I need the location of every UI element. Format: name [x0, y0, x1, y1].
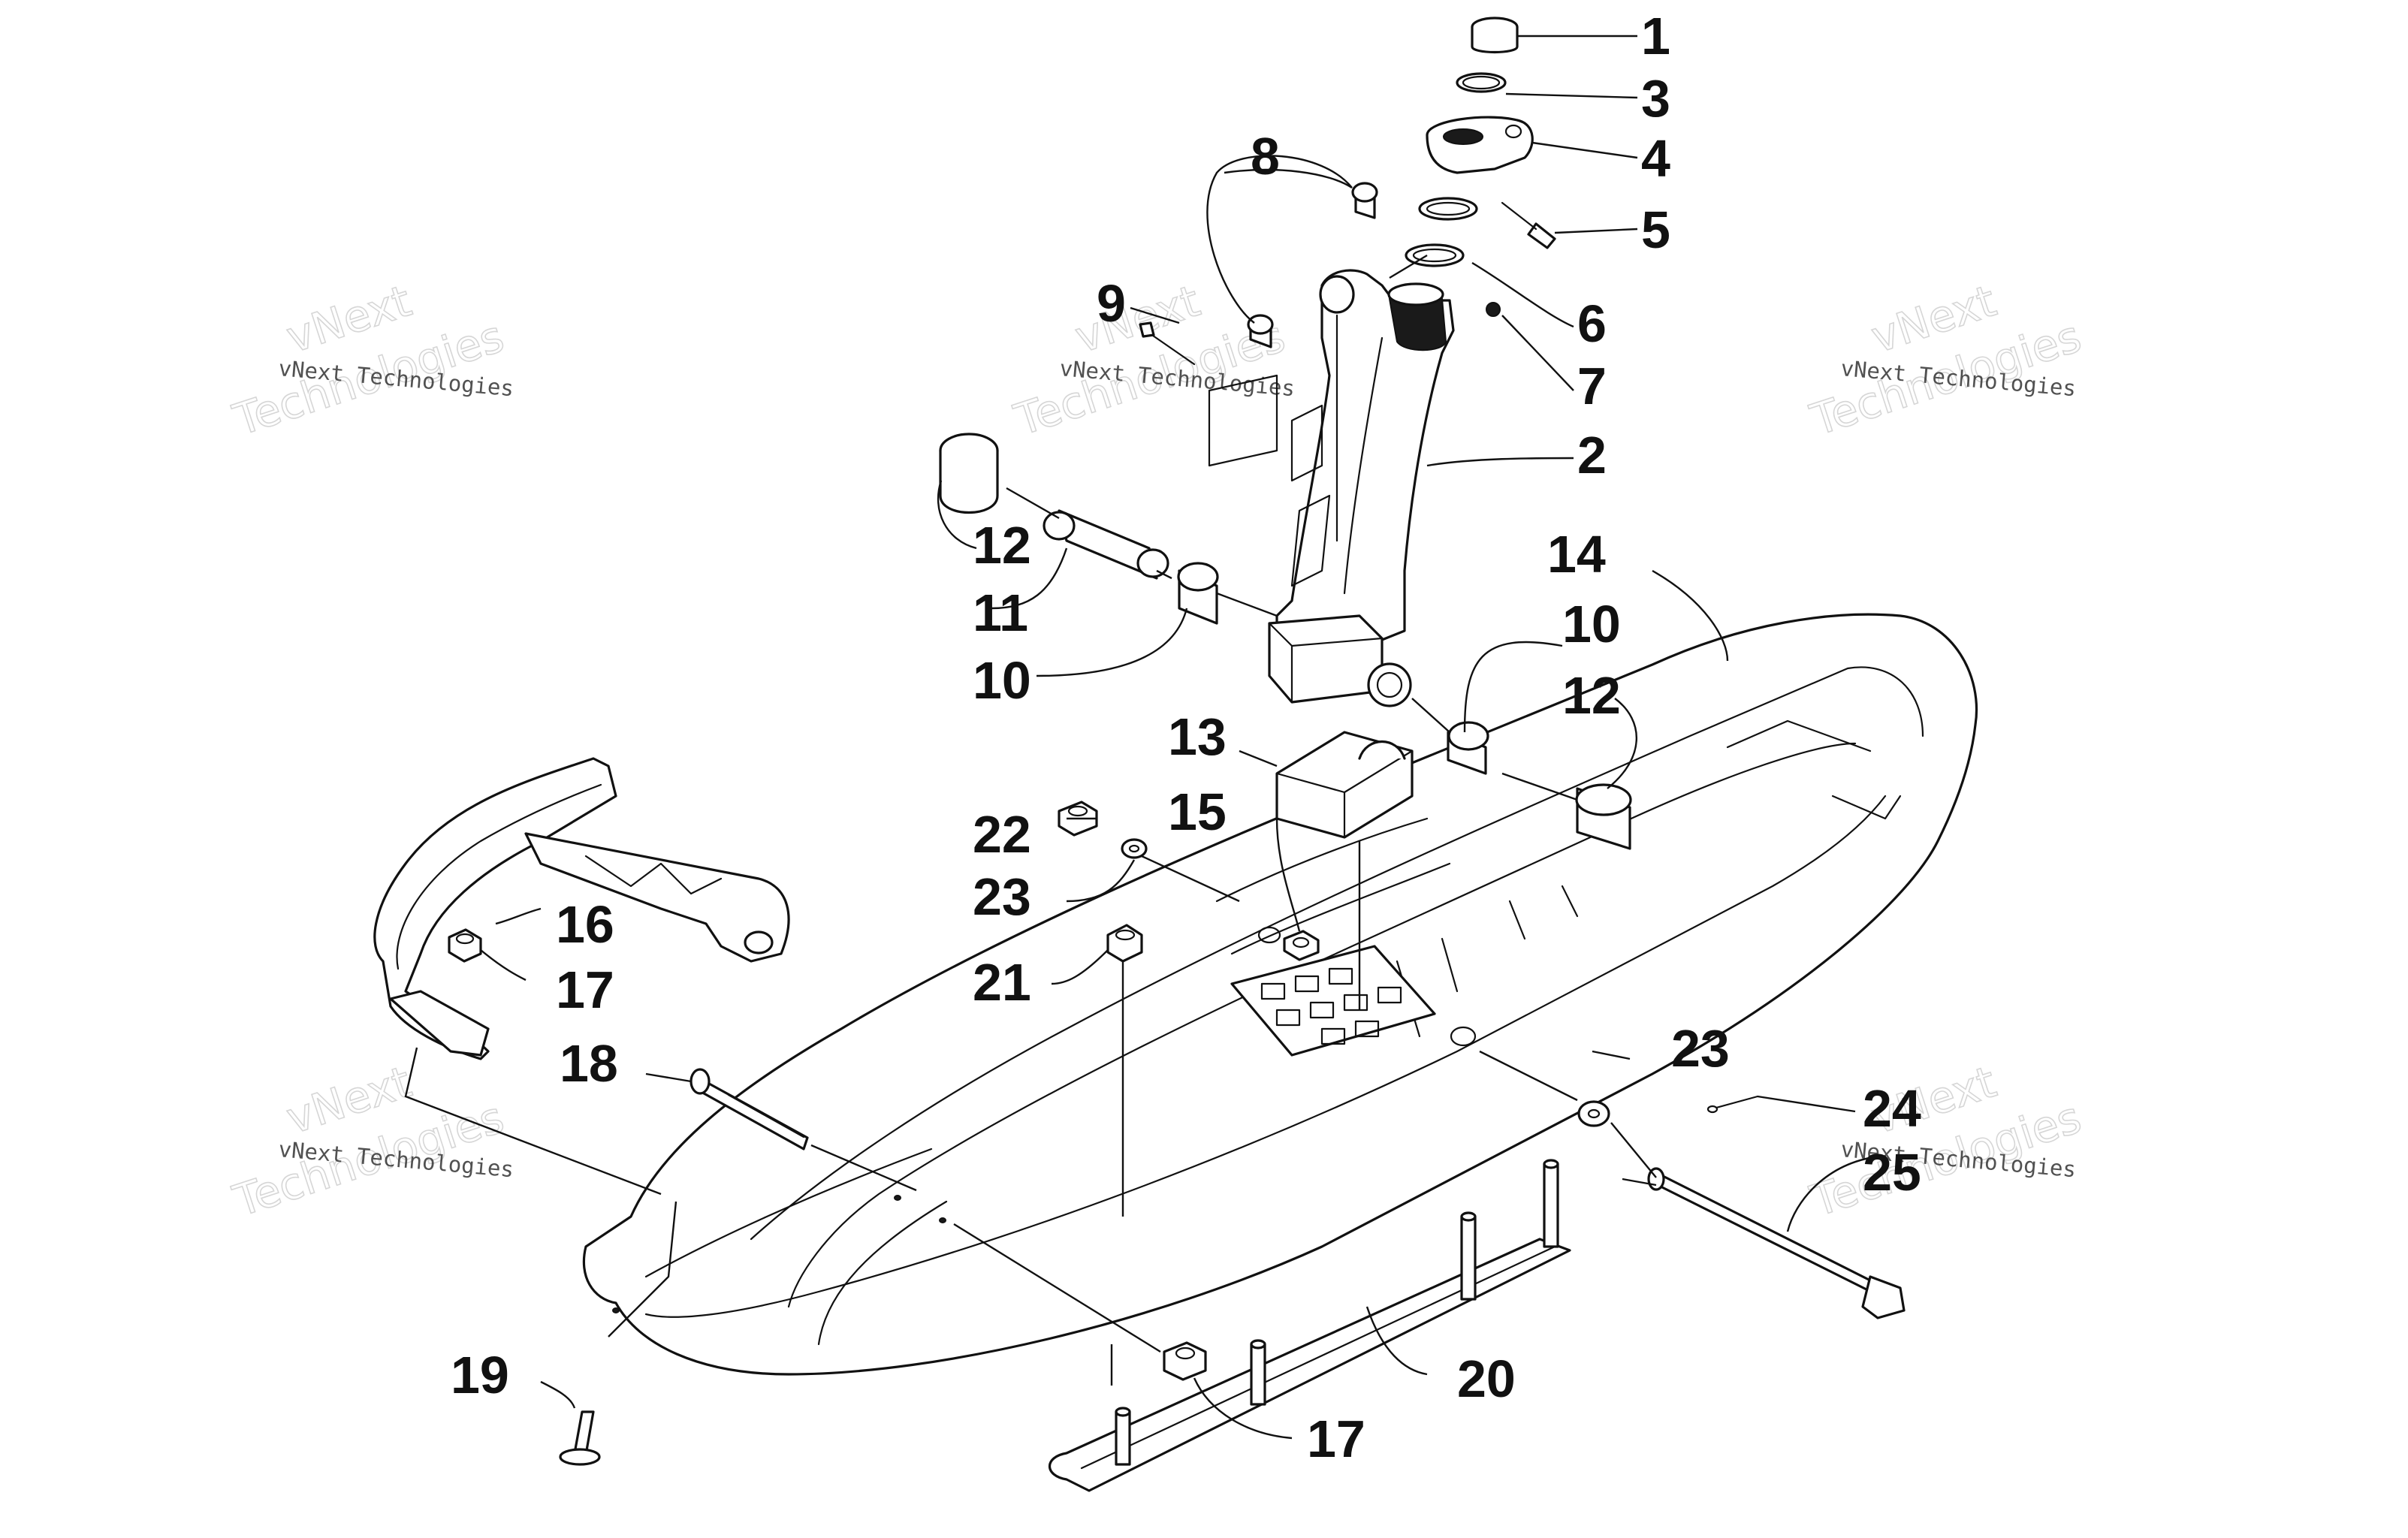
callout-label: 14 [1547, 525, 1606, 584]
bolts-drawing [559, 1068, 1906, 1466]
callout-label: 23 [1671, 1019, 1730, 1078]
callout-label: 13 [1168, 707, 1227, 766]
watermark-top-right: vNext Technologies vNext Technologies [1804, 274, 2088, 446]
callout-label: 1 [1641, 7, 1670, 65]
callout-label: 22 [973, 805, 1031, 864]
callout-label: 6 [1577, 294, 1607, 353]
part-labels: 1 3 4 5 8 6 9 7 2 12 14 11 10 10 12 13 2… [451, 7, 1921, 1468]
leader-lines [404, 35, 1878, 1440]
top-hardware-drawing [1405, 17, 1556, 317]
spindle-drawing [1268, 269, 1455, 707]
watermark-top-center: vNext Technologies vNext Technologies [1008, 274, 1296, 446]
callout-label: 3 [1641, 69, 1670, 128]
hardware-small-drawing [448, 801, 1759, 1381]
callout-label: 10 [973, 651, 1031, 710]
watermark-top-left: vNext Technologies vNext Technologies [227, 274, 515, 446]
callout-label: 25 [1863, 1143, 1921, 1202]
callout-label: 12 [1562, 666, 1621, 725]
callout-label: 17 [1307, 1410, 1365, 1468]
handle-loop-drawing [373, 757, 790, 1060]
callout-label: 9 [1097, 274, 1126, 333]
carbide-runner-drawing [1048, 1159, 1571, 1492]
callout-label: 4 [1641, 129, 1670, 188]
callout-label: 7 [1577, 357, 1607, 415]
callout-label: 5 [1641, 201, 1670, 259]
bushings-drawing [939, 182, 1632, 850]
callout-label: 18 [560, 1034, 618, 1093]
callout-label: 11 [973, 584, 1028, 642]
callout-label: 2 [1577, 426, 1607, 484]
callout-label: 23 [973, 867, 1031, 926]
callout-label: 10 [1562, 595, 1621, 653]
callout-label: 21 [973, 953, 1031, 1012]
callout-label: 12 [973, 516, 1031, 574]
ski-body-drawing [582, 613, 1978, 1376]
callout-label: 20 [1457, 1350, 1516, 1408]
watermark-bottom-right: vNext Technologies vNext Technologies [1804, 1055, 2088, 1227]
callout-label: 16 [556, 895, 614, 954]
callout-label: 19 [451, 1346, 509, 1404]
callout-label: 8 [1251, 127, 1280, 185]
watermark-bottom-left: vNext Technologies vNext Technologies [227, 1055, 515, 1227]
callout-label: 17 [556, 960, 614, 1019]
callout-label: 24 [1863, 1079, 1921, 1138]
chock-drawing [1275, 731, 1414, 839]
callout-label: 15 [1168, 783, 1227, 841]
